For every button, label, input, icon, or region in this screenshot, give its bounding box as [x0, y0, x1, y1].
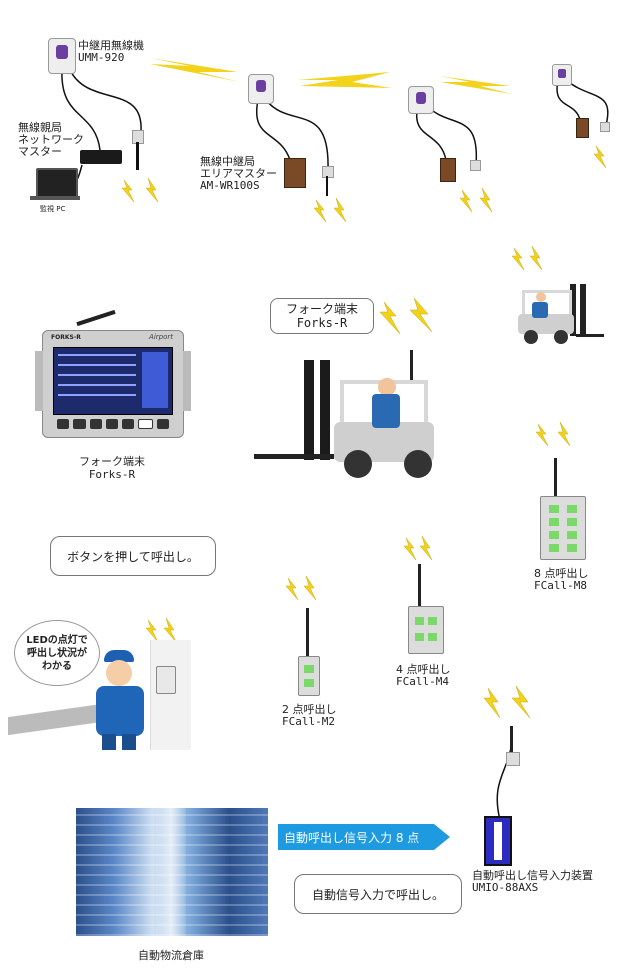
fcall-m4-line1: 4 点呼出し — [396, 663, 451, 676]
network-master-icon — [80, 150, 122, 164]
terminal-screen — [53, 347, 173, 415]
terminal-brand: FORKS-R — [51, 334, 81, 341]
umio-antenna-head — [506, 752, 520, 766]
led-note-line2: 呼出し状況が — [27, 647, 87, 659]
fcall-m2-antenna — [306, 608, 309, 656]
fcall-m4-line2: FCall-M4 — [396, 675, 449, 688]
forks-caption-line2: Forks-R — [88, 468, 136, 481]
master-line1: 無線親局 — [18, 121, 62, 134]
operator-speech-bubble: ボタンを押して呼出し。 — [50, 536, 216, 576]
area-relay-1-icon — [248, 74, 274, 104]
antenna-pole — [136, 142, 139, 170]
fcall-m4-device — [408, 606, 444, 654]
forks-bubble-line2: Forks-R — [296, 316, 348, 330]
fcall-m8-line2: FCall-M8 — [534, 579, 587, 592]
terminal-buttons — [57, 419, 169, 429]
area-relay-3-icon — [552, 64, 572, 86]
area-relay-2-icon — [408, 86, 434, 114]
antenna-pole — [326, 176, 328, 196]
laptop-icon — [36, 168, 78, 198]
antenna-icon — [322, 166, 334, 178]
auto-input-bubble: 自動信号入力で呼出し。 — [294, 874, 462, 914]
area-master-box-3-icon — [576, 118, 589, 138]
fcall-m8-line1: 8 点呼出し — [534, 567, 589, 580]
umio-device — [484, 816, 512, 866]
fcall-m2-line2: FCall-M2 — [282, 715, 335, 728]
led-note-bubble: LEDの点灯で 呼出し状況が わかる — [14, 620, 100, 686]
umio-line2: UMIO-88AXS — [472, 881, 539, 894]
forks-caption-line1: フォーク端末 — [79, 455, 145, 468]
antenna-icon — [600, 122, 610, 132]
fcall-m8-antenna — [554, 458, 557, 498]
area-master-box-icon — [284, 158, 306, 188]
forks-speech-bubble: フォーク端末 Forks-R — [270, 298, 374, 334]
auto-input-arrow: 自動呼出し信号入力 8 点 — [278, 824, 450, 850]
led-note-line1: LEDの点灯で — [26, 634, 88, 646]
fcall-m8-device — [540, 496, 586, 560]
pc-label: 監視 PC — [40, 205, 66, 213]
forks-bubble-line1: フォーク端末 — [285, 302, 358, 316]
terminal-logo: Airport — [149, 333, 173, 341]
forks-terminal-device: FORKS-R Airport — [35, 330, 191, 438]
fcall-m2-device — [298, 656, 320, 696]
area-master-box-2-icon — [440, 158, 456, 182]
warehouse-photo — [76, 808, 268, 936]
led-note-line3: わかる — [42, 660, 72, 672]
relay-model: UMM-920 — [78, 51, 125, 64]
relay-name: 中継用無線機 — [78, 39, 144, 52]
area-master-model: AM-WR100S — [200, 179, 260, 192]
fcall-m4-antenna — [418, 564, 421, 608]
umio-line1: 自動呼出し信号入力装置 — [472, 869, 593, 882]
worker-icon — [90, 650, 150, 750]
warehouse-caption: 自動物流倉庫 — [138, 949, 204, 962]
antenna-icon — [470, 160, 481, 171]
area-master-line2: エリアマスター — [200, 167, 277, 180]
forklift-small-icon — [518, 278, 604, 348]
auto-input-bubble-text: 自動信号入力で呼出し。 — [311, 887, 444, 902]
wall-call-button-icon — [156, 666, 176, 694]
fcall-m2-line1: 2 点呼出し — [282, 703, 337, 716]
operator-speech-text: ボタンを押して呼出し。 — [67, 549, 199, 564]
relay-radio-icon — [48, 38, 76, 74]
master-line2: ネットワーク — [18, 133, 84, 146]
auto-input-arrow-text: 自動呼出し信号入力 8 点 — [284, 830, 420, 845]
master-line3: マスター — [18, 145, 62, 158]
umio-antenna — [510, 726, 513, 752]
area-master-line1: 無線中継局 — [200, 155, 255, 168]
forklift-large-icon — [254, 350, 444, 480]
wall-panel — [150, 640, 191, 750]
laptop-base — [30, 196, 80, 200]
